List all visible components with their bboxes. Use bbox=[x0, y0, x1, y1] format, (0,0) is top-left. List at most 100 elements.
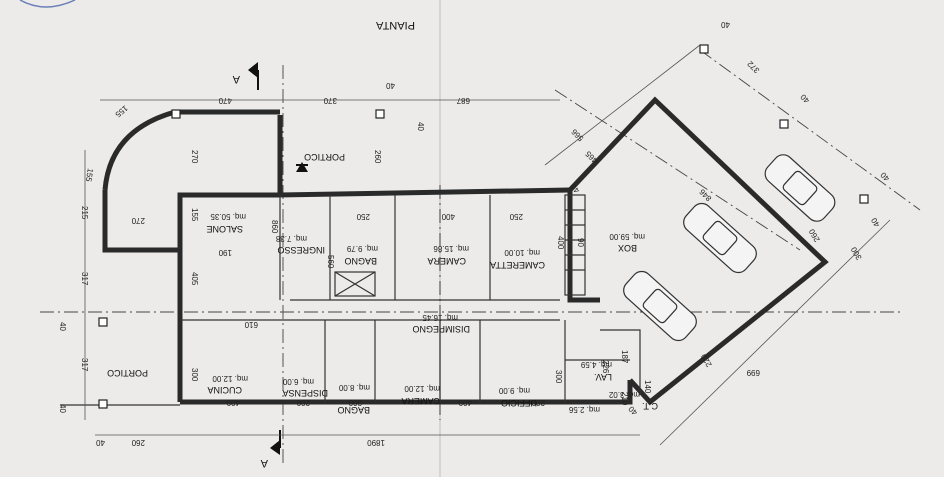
axis-diagonal-1 bbox=[699, 49, 921, 211]
dim-label: 260 bbox=[807, 227, 822, 244]
room-portico-left: PORTICO bbox=[107, 368, 148, 378]
pillar bbox=[859, 194, 869, 204]
room-cameretta-name: CAMERETTA bbox=[490, 260, 545, 270]
dim-label: 155 bbox=[190, 208, 199, 222]
dim-label: 400 bbox=[556, 236, 565, 250]
dim-label: 155 bbox=[113, 103, 129, 119]
dim-label: 400 bbox=[441, 212, 455, 221]
dim-label: 300 bbox=[190, 368, 199, 382]
wall-garage-inner bbox=[567, 190, 600, 303]
room-disimpegno-area: mq. 16.45 bbox=[422, 313, 458, 322]
wall-left bbox=[102, 190, 183, 402]
room-ct-area: mq. 3.02 bbox=[608, 390, 640, 399]
room-cameretta-area: mq. 10.00 bbox=[504, 248, 540, 257]
dim-label: 846 bbox=[697, 187, 713, 203]
dim-label: 40 bbox=[58, 404, 67, 413]
room-disimpegno-name: DISIMPEGNO bbox=[412, 324, 470, 334]
dim-label: 90 bbox=[576, 238, 585, 247]
room-box-area: mq. 59.00 bbox=[609, 232, 645, 241]
dim-label: 40 bbox=[416, 122, 425, 131]
pillar bbox=[699, 44, 709, 54]
pillar bbox=[171, 109, 181, 119]
room-ingresso-area: mq. 7.38 bbox=[275, 234, 307, 243]
room-camera2-name: CAMERA bbox=[401, 396, 440, 406]
dim-label: 300 bbox=[348, 398, 362, 407]
dim-label: 40 bbox=[721, 20, 730, 29]
dim-label: 699 bbox=[746, 368, 760, 377]
dim-label: 1890 bbox=[367, 438, 385, 447]
room-lav-name: LAV. bbox=[594, 372, 612, 382]
dim-label: 260 bbox=[131, 438, 145, 447]
section-label-bottom: A bbox=[260, 457, 268, 469]
room-salone-name: SALONE bbox=[206, 224, 243, 234]
plan-title: PIANTA bbox=[375, 19, 415, 31]
dim-label: 40 bbox=[96, 438, 105, 447]
wall-salone-top bbox=[177, 192, 280, 250]
dim-label: 470 bbox=[218, 96, 232, 105]
axis-diagonal-2 bbox=[554, 89, 801, 251]
dim-label: 250 bbox=[356, 212, 370, 221]
dim-label: 210 bbox=[620, 392, 629, 406]
dim-label: 200 bbox=[296, 398, 310, 407]
dim-label: 317 bbox=[80, 358, 89, 372]
dim-label: 405 bbox=[190, 272, 199, 286]
dim-label: 40 bbox=[386, 81, 395, 90]
dim-label: 610 bbox=[244, 320, 258, 329]
pillar bbox=[98, 399, 108, 409]
stamp-seal bbox=[19, 0, 76, 8]
dim-label: 400 bbox=[226, 398, 240, 407]
room-camera1-name: CAMERA bbox=[427, 256, 466, 266]
room-bagno2-area: mq. 8.00 bbox=[338, 383, 370, 392]
dim-label: 140 bbox=[643, 380, 652, 394]
dim-label: 560 bbox=[326, 255, 335, 269]
section-arrow-top bbox=[248, 62, 259, 90]
room-cucina-name: CUCINA bbox=[207, 385, 242, 395]
dim-label: 270 bbox=[131, 216, 145, 225]
wall-ct bbox=[600, 329, 641, 395]
pillar bbox=[779, 119, 789, 129]
shower-tray bbox=[334, 271, 376, 297]
room-bagno2-name: BAGNO bbox=[337, 405, 370, 415]
dim-line-garage-top bbox=[544, 44, 701, 166]
dim-label: 40 bbox=[798, 92, 811, 105]
car-icon bbox=[683, 202, 757, 274]
dim-label: 40 bbox=[626, 404, 639, 417]
dim-label: 250 bbox=[509, 212, 523, 221]
dim-label: 40 bbox=[58, 322, 67, 331]
dim-label: 260 bbox=[373, 150, 382, 164]
dim-label: 190 bbox=[218, 248, 232, 257]
pillar bbox=[375, 109, 385, 119]
room-ingresso-name: INGRESSO bbox=[277, 245, 325, 255]
room-box-name: BOX bbox=[618, 243, 637, 253]
dim-label: 200 bbox=[531, 398, 545, 407]
dim-label: 860 bbox=[270, 220, 279, 234]
wall-garage bbox=[568, 96, 829, 406]
dim-label: 187 bbox=[620, 350, 629, 364]
room-small-area: mq. 2.56 bbox=[568, 405, 600, 414]
stair bbox=[564, 194, 586, 296]
room-ufficio-area: mq. 9.00 bbox=[498, 386, 530, 395]
room-salone-area: mq. 50.35 bbox=[210, 212, 246, 221]
room-dispensa-area: mq. 6.00 bbox=[282, 377, 314, 386]
room-cucina-area: mq. 12.00 bbox=[212, 374, 248, 383]
dim-label: 40 bbox=[869, 216, 882, 229]
dim-label: 687 bbox=[456, 96, 470, 105]
dim-label: 270 bbox=[190, 150, 199, 164]
car-icon bbox=[623, 270, 697, 342]
dim-label: 372 bbox=[745, 59, 761, 75]
room-camera2-area: mq. 12.00 bbox=[404, 384, 440, 393]
room-ufficio-name: UFFICIO bbox=[501, 398, 537, 408]
room-bagno1-name: BAGNO bbox=[344, 256, 377, 266]
wall-curved bbox=[102, 109, 280, 191]
room-portico-top: PORTICO bbox=[304, 152, 345, 162]
dim-line-garage-right bbox=[659, 219, 891, 446]
section-label-top: A bbox=[232, 73, 240, 85]
dim-label: 226 bbox=[601, 360, 610, 374]
dim-label: 317 bbox=[80, 272, 89, 286]
car-icon bbox=[764, 154, 836, 222]
north-marker-icon bbox=[296, 162, 308, 172]
dim-label: 215 bbox=[80, 206, 89, 220]
section-arrow-bottom bbox=[270, 430, 281, 455]
dim-label: 300 bbox=[554, 370, 563, 384]
